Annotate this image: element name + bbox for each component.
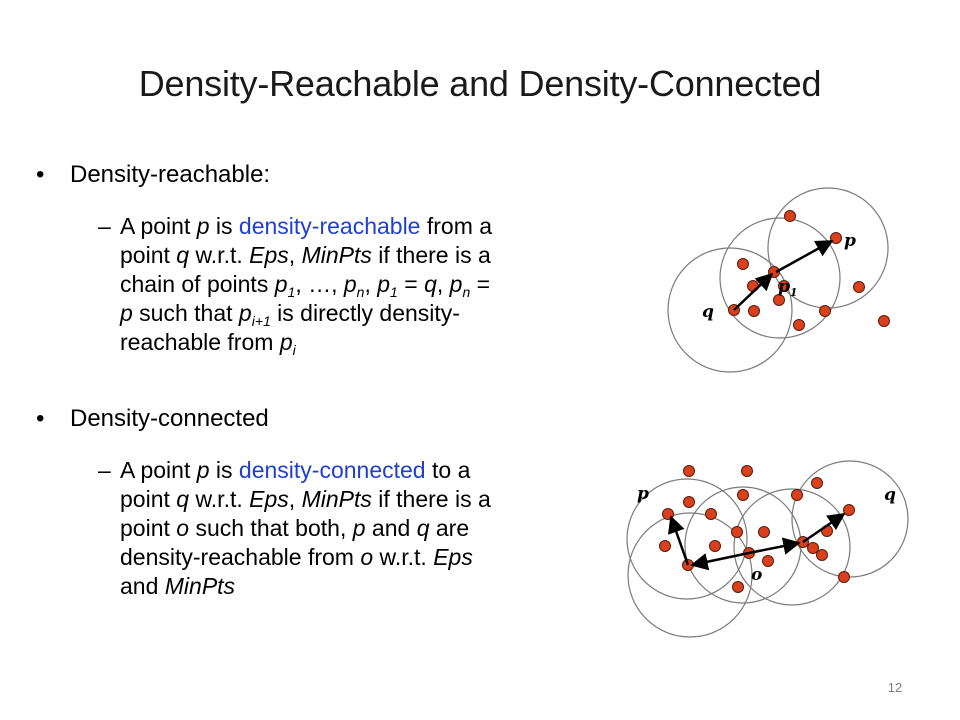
data-point — [816, 549, 828, 561]
reachability-arrow — [775, 239, 834, 274]
label-o: o — [751, 565, 762, 585]
data-point — [705, 508, 717, 520]
data-point — [732, 581, 744, 593]
bullet-text: Density-connected — [70, 405, 269, 432]
data-point — [741, 465, 753, 477]
definition-line: and MinPts — [120, 573, 236, 599]
data-points — [728, 210, 890, 331]
definition-line: point o such that both, p and q are — [120, 515, 470, 541]
definition-line: point q w.r.t. Eps, MinPts if there is a — [120, 486, 491, 512]
bullet-text: Density-reachable: — [70, 161, 271, 188]
label-q: q — [884, 485, 896, 505]
reachability-arrow — [690, 551, 750, 571]
eps-neighborhood-circle — [626, 478, 748, 600]
reachability-arrow — [733, 272, 774, 311]
definition-density-connected: A point p is density-connected to a poin… — [120, 456, 590, 601]
reachability-arrow — [748, 537, 801, 555]
data-point — [659, 540, 671, 552]
data-point — [838, 571, 850, 583]
slide-title: Density-Reachable and Density-Connected — [138, 63, 822, 104]
data-point — [737, 489, 749, 501]
label-q: q — [702, 302, 714, 322]
highlight-term: density-connected — [238, 457, 426, 483]
definition-line: point q w.r.t. Eps, MinPts if there is a — [120, 242, 491, 268]
data-point — [683, 465, 695, 477]
data-point — [762, 555, 774, 567]
definition-line: reachable from pi — [120, 329, 296, 358]
sub-bullet-marker: – — [98, 213, 111, 239]
definition-line: p such that pi+1 is directly density- — [120, 300, 460, 329]
label-p: p — [637, 484, 649, 504]
data-point — [878, 315, 890, 327]
data-point — [793, 319, 805, 331]
definition-density-reachable: A point p is density-reachable from a po… — [120, 212, 590, 357]
data-point — [773, 294, 785, 306]
highlight-term: density-reachable — [238, 213, 421, 239]
bullet-marker: • — [36, 161, 45, 188]
eps-neighborhood-circle — [667, 247, 793, 373]
data-point — [709, 540, 721, 552]
data-point — [748, 305, 760, 317]
figure-density-reachable: q p p1 — [667, 187, 890, 373]
data-point — [807, 542, 819, 554]
reachability-arrow — [668, 515, 690, 566]
definition-line: A point p is density-reachable from a — [120, 213, 493, 239]
page-number: 12 — [887, 680, 903, 695]
data-point — [683, 496, 695, 508]
definition-line: density-reachable from o w.r.t. Eps — [120, 544, 473, 570]
definition-line: A point p is density-connected to a — [120, 457, 471, 483]
label-p1: p1 — [778, 277, 798, 299]
data-point — [778, 280, 790, 292]
label-p: p — [844, 231, 856, 251]
data-point — [843, 504, 855, 516]
eps-neighborhood-circle — [627, 512, 753, 638]
eps-neighborhood-circle — [733, 488, 851, 606]
eps-neighborhood-circle — [719, 217, 841, 339]
data-point — [784, 210, 796, 222]
data-point — [811, 477, 823, 489]
figure-density-connected: p q o — [626, 460, 909, 638]
bullet-marker: • — [36, 405, 45, 432]
data-point — [758, 526, 770, 538]
sub-bullet-marker: – — [98, 457, 111, 483]
data-point — [737, 258, 749, 270]
data-point — [731, 526, 743, 538]
data-point — [853, 281, 865, 293]
eps-neighborhood-circle — [791, 460, 909, 578]
data-point — [791, 489, 803, 501]
definition-line: chain of points p1, …, pn, p1 = q, pn = — [120, 271, 491, 300]
data-point — [819, 305, 831, 317]
reachability-arrow — [802, 512, 846, 544]
